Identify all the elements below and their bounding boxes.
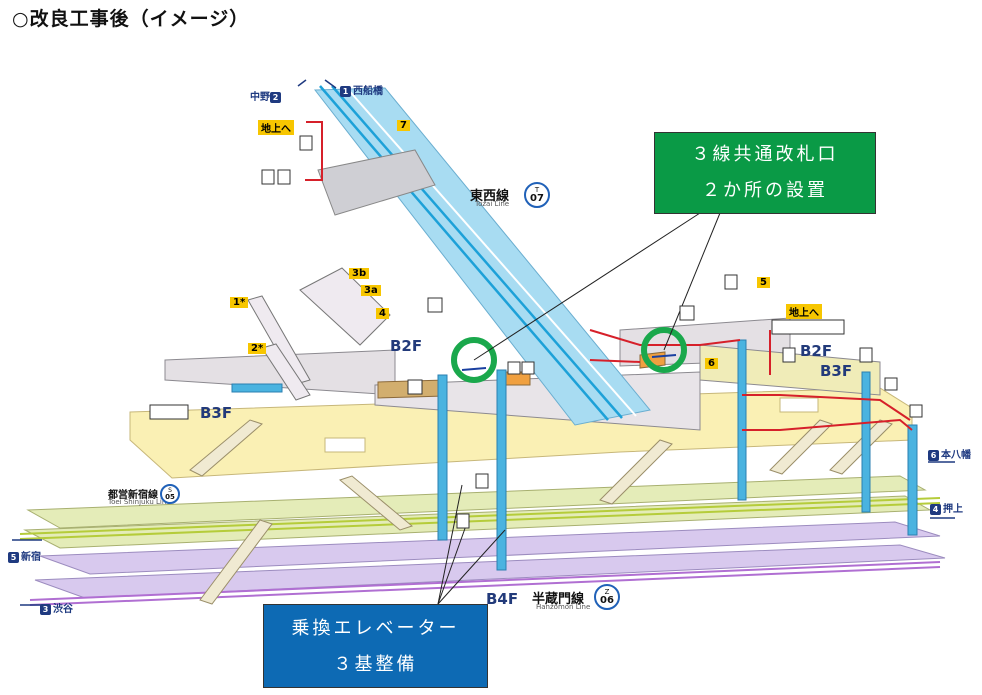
tozai-code: T (534, 186, 540, 194)
exit-to-ground-right: 地上へ (786, 304, 822, 319)
gates-callout-line1: ３線共通改札口 (691, 144, 839, 165)
floor-b2f-right: B2F (800, 342, 833, 360)
elevators-callout-line1: 乗換エレベーター (291, 618, 460, 639)
hanzomon-line-sub: Hanzomon Line (536, 603, 591, 611)
floor-b4f: B4F (486, 590, 519, 608)
hanzomon-station-badge: Z 06 (594, 584, 620, 610)
exit-7: 7 (397, 120, 410, 131)
direction-nakano-badge: 2 (270, 91, 281, 103)
direction-nishifunabashi-text: 西船橋 (353, 86, 383, 97)
hanzomon-line-name: 半蔵門線 (532, 592, 585, 607)
direction-shinjuku-text: 新宿 (21, 552, 41, 563)
exit-3a: 3a (361, 285, 381, 296)
exit-5: 5 (757, 277, 770, 288)
exit-4: 4 (376, 308, 389, 319)
direction-nakano-text: 中野 (250, 92, 270, 103)
direction-shibuya-text: 渋谷 (53, 604, 73, 615)
exit-3b: 3b (349, 268, 370, 279)
page-title: ○改良工事後（イメージ） (12, 8, 250, 30)
elevators-callout-line2: ３基整備 (333, 654, 418, 675)
shinjuku-num: 05 (165, 493, 175, 501)
gates-callout-line2: ２か所の設置 (702, 180, 828, 201)
floor-b3f-left: B3F (200, 404, 233, 422)
direction-shibuya-badge: 3 (40, 603, 51, 615)
gates-callout: ３線共通改札口 ２か所の設置 (654, 132, 876, 214)
gate-highlight-right (641, 327, 687, 373)
direction-nishifunabashi-badge: 1 (340, 85, 351, 97)
tozai-num: 07 (530, 193, 544, 204)
shinjuku-line-name: 都営新宿線 (108, 490, 158, 501)
ticket-gates (461, 354, 677, 371)
direction-shinjuku-badge: 5 (8, 551, 19, 563)
callout-pointers (437, 212, 721, 605)
elevators-callout: 乗換エレベーター ３基整備 (263, 604, 488, 688)
direction-oshiage-badge: 4 (930, 503, 941, 515)
hanzomon-platforms (29, 521, 946, 606)
transfer-routes (305, 121, 913, 431)
tozai-line-name: 東西線 (470, 189, 510, 204)
hanzomon-num: 06 (600, 595, 614, 606)
shinjuku-station-badge: S 05 (160, 484, 180, 504)
elevator-shafts (231, 339, 918, 571)
direction-motoyawata-text: 本八幡 (941, 450, 971, 461)
floor-b2f-left: B2F (390, 337, 423, 355)
exit-1: 1* (230, 297, 249, 308)
shinjuku-code: S (168, 487, 172, 494)
direction-motoyawata-badge: 6 (928, 449, 939, 461)
facility-icons (149, 135, 923, 529)
exit-to-ground-left: 地上へ (258, 120, 294, 135)
tozai-line-sub: Tozai Line (475, 200, 510, 208)
direction-oshiage-text: 押上 (943, 504, 963, 515)
tozai-station-badge: T 07 (524, 182, 550, 208)
floor-b3f-right: B3F (820, 362, 853, 380)
exit-2: 2* (248, 343, 267, 354)
exit-6: 6 (705, 358, 718, 369)
shinjuku-line-sub: Toei Shinjuku Line (108, 498, 171, 506)
gate-highlight-left (451, 337, 497, 383)
hanzomon-code: Z (604, 588, 610, 596)
tozai-line (314, 85, 651, 426)
